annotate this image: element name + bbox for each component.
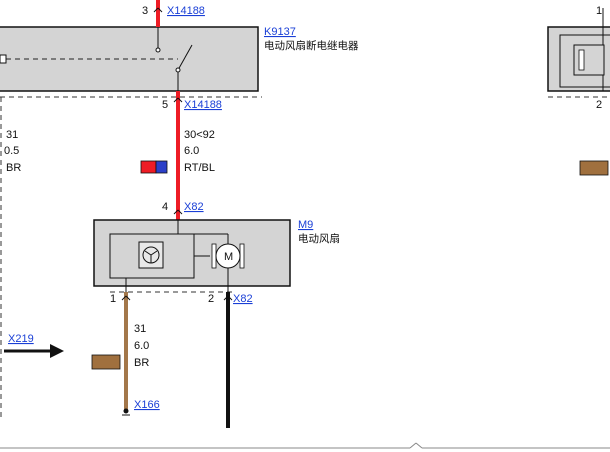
wire-top-terminal-icon (153, 7, 163, 13)
ground-wire-label-1: 31 (134, 323, 146, 335)
motor-pin-top: 4 (162, 201, 168, 213)
red-blue-wire-swatch (140, 160, 168, 174)
ground-wire-label-2: 6.0 (134, 340, 149, 352)
fan-controller-icon (138, 241, 164, 269)
black-wire-terminal-icon (223, 295, 233, 301)
right-brown-swatch (579, 160, 609, 176)
svg-text:M: M (224, 251, 233, 263)
red-wire-label-2: 6.0 (184, 145, 199, 157)
brown-wire-swatch (91, 354, 121, 370)
ground-wire-label-3: BR (134, 357, 149, 369)
ground-conn-link[interactable]: X166 (134, 399, 160, 411)
ground-wire-terminal-icon (121, 295, 131, 301)
motor-internal-wiring (109, 220, 229, 292)
relay-conn-top-link[interactable]: X14188 (167, 5, 205, 17)
right-component-pin-bottom: 2 (596, 99, 602, 111)
motor-conn-top-link[interactable]: X82 (184, 201, 204, 213)
motor-name: 电动风扇 (298, 232, 340, 245)
red-wire-label-1: 30<92 (184, 129, 215, 141)
motor-pin-right: 2 (208, 293, 214, 305)
arrow-ref-link[interactable]: X219 (8, 333, 34, 345)
relay-pin-top: 3 (142, 5, 148, 17)
left-wire-label-2: 0.5 (4, 145, 19, 157)
motor-conn-right-link[interactable]: X82 (233, 293, 253, 305)
red-wire-label-3: RT/BL (184, 162, 215, 174)
right-component (547, 26, 610, 92)
relay-conn-bottom-link[interactable]: X14188 (184, 99, 222, 111)
ground-icon (122, 408, 130, 416)
wire-terminal-icon (173, 97, 183, 215)
bottom-bracket (0, 442, 610, 449)
motor-pin-left: 1 (110, 293, 116, 305)
relay-pin-bottom: 5 (162, 99, 168, 111)
left-wire-label-1: 31 (6, 129, 18, 141)
relay-name: 电动风扇断电继电器 (264, 39, 359, 52)
relay-id-link[interactable]: K9137 (264, 26, 296, 38)
left-wire-label-3: BR (6, 162, 21, 174)
relay-contact-icon (155, 27, 193, 91)
right-component-pin-top: 1 (596, 5, 602, 17)
relay-box (0, 26, 259, 92)
motor-box (93, 219, 291, 287)
motor-icon: M (211, 243, 245, 269)
relay-coil-stub (0, 54, 7, 64)
arrow-right-icon (4, 344, 64, 358)
motor-id-link[interactable]: M9 (298, 219, 313, 231)
